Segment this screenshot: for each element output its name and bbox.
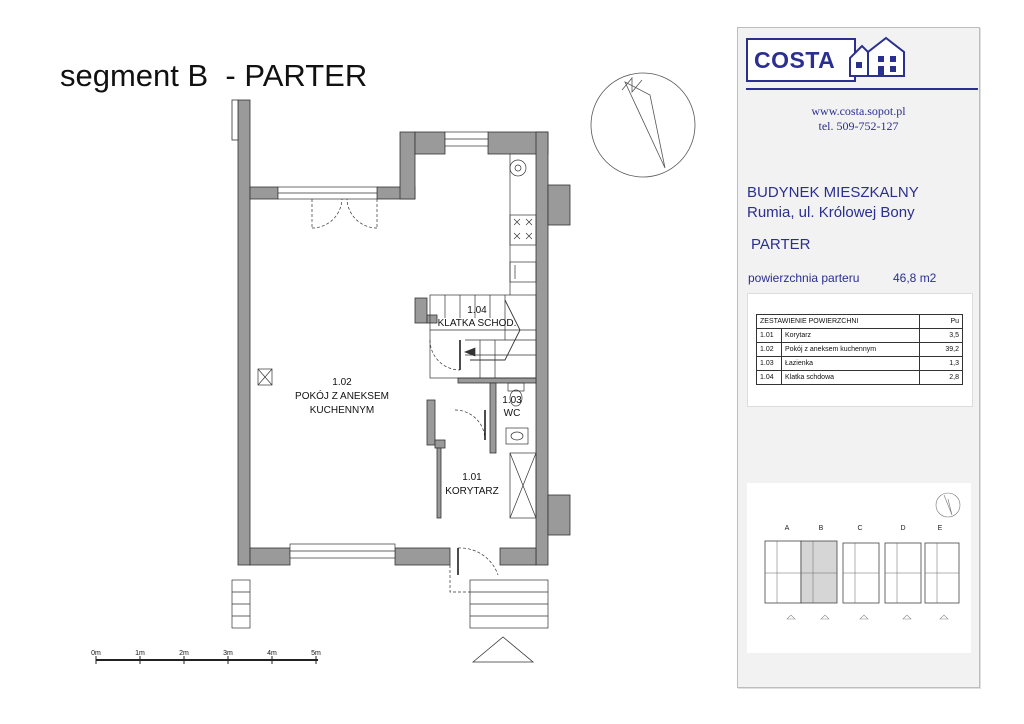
room-1-01-name: KORYTARZ [445,486,499,497]
row-value: 1,3 [919,356,963,371]
site-plan-box: A B C D E [747,483,971,653]
kitchen-units [509,154,537,295]
row-number: 1.02 [756,342,782,357]
row-name: Korytarz [781,328,920,343]
room-1-02-name-line1: POKÓJ Z ANEKSEM [295,389,389,402]
room-1-03-name: WC [504,408,521,419]
site-plan-compass-icon [935,492,961,518]
row-name: Klatka schdowa [781,370,920,385]
site-plan: A B C D E [764,492,961,620]
room-1-04-number: 1.04 [467,305,487,316]
table-header: ZESTAWIENIE POWIERZCHNI [756,314,920,329]
floor-name: PARTER [751,236,811,253]
room-labels: 1.02 POKÓJ Z ANEKSEM KUCHENNYM 1.01 KORY… [295,305,522,497]
house-logo-icon [849,36,905,77]
row-number: 1.03 [756,356,782,371]
site-entrance-arrows [786,614,949,620]
row-number: 1.01 [756,328,782,343]
room-1-03-number: 1.03 [502,395,522,406]
scale-label: 5m [311,650,321,657]
scale-label: 0m [91,650,101,657]
floor-area-value: 46,8 m2 [893,271,937,285]
info-panel: COSTA www.costa.sopot.pl tel. 509-752-12… [737,27,980,688]
segment-label: B [819,525,824,532]
building-address: Rumia, ul. Królowej Bony [747,204,915,221]
north-compass-icon [590,72,696,178]
table-row: 1.03 Łazienka 1,3 [756,356,963,371]
floor-plan: 1.02 POKÓJ Z ANEKSEM KUCHENNYM 1.01 KORY… [91,72,696,664]
table-row: 1.04 Klatka schdowa 2,8 [756,370,963,385]
row-value: 2,8 [919,370,963,385]
table-row: 1.01 Korytarz 3,5 [756,328,963,343]
costa-logo: COSTA [746,38,856,82]
scale-label: 1m [135,650,145,657]
row-name: Łazienka [781,356,920,371]
table-header-unit: Pu [919,314,963,329]
floor-area-label: powierzchnia parteru [748,271,860,285]
building-type: BUDYNEK MIESZKALNY [747,184,919,201]
windows [277,131,489,559]
row-number: 1.04 [756,370,782,385]
site-segments [764,540,960,604]
scale-bar [95,656,318,664]
room-1-02-number: 1.02 [332,377,352,388]
scale-label: 2m [179,650,189,657]
segment-label: D [900,525,905,532]
entrance-steps [231,565,549,629]
website-link[interactable]: www.costa.sopot.pl [811,104,906,118]
entrance-arrow [471,636,535,663]
bathroom-fixtures [257,368,537,519]
row-value: 39,2 [919,342,963,357]
scale-label: 4m [267,650,277,657]
room-1-04-name: KLATKA SCHOD. [438,318,517,329]
table-header-row: ZESTAWIENIE POWIERZCHNI Pu [756,314,963,329]
row-value: 3,5 [919,328,963,343]
staircase [429,294,537,379]
table-row: 1.02 Pokój z aneksem kuchennym 39,2 [756,342,963,357]
segment-label: C [857,525,862,532]
scale-labels: 0m 1m 2m 3m 4m 5m [91,650,321,657]
room-1-01-number: 1.01 [462,472,482,483]
row-name: Pokój z aneksem kuchennym [781,342,920,357]
area-table: ZESTAWIENIE POWIERZCHNI Pu 1.01 Korytarz… [756,314,963,385]
plan-title: segment B - PARTER [60,58,368,93]
segment-label: A [785,525,790,532]
room-1-02-name-line2: KUCHENNYM [310,405,374,416]
scale-label: 3m [223,650,233,657]
walls [231,99,571,566]
logo-rule [746,88,978,90]
logo-text: COSTA [754,47,836,73]
area-summary-box: ZESTAWIENIE POWIERZCHNI Pu 1.01 Korytarz… [747,293,973,407]
segment-label: E [938,525,943,532]
phone-number: tel. 509-752-127 [818,119,899,133]
